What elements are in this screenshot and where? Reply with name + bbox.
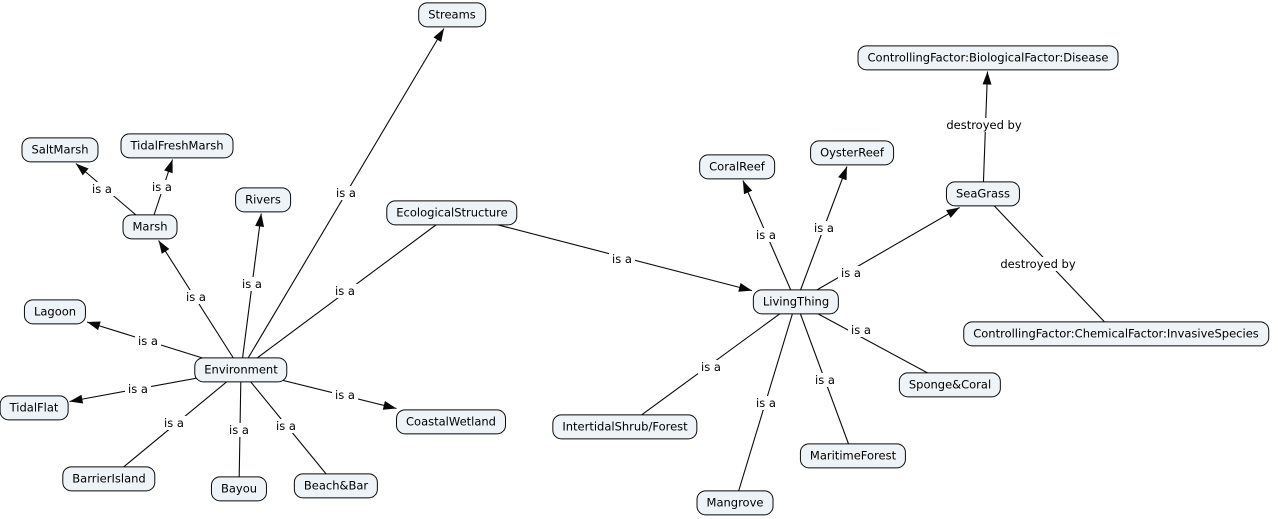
- arrowhead-icon: [742, 180, 753, 195]
- link-label-livingthing-seagrass[interactable]: is a: [838, 266, 864, 280]
- arrowhead-icon: [69, 394, 84, 404]
- concept-node-barrierisland[interactable]: BarrierIsland: [62, 466, 156, 492]
- link-line-environment-marsh: [158, 240, 242, 371]
- concept-node-maritimeforest[interactable]: MaritimeForest: [799, 443, 907, 469]
- link-label-environment-streams[interactable]: is a: [333, 186, 359, 200]
- link-label-environment-coastalwetland[interactable]: is a: [332, 388, 358, 402]
- link-label-marsh-saltmarsh[interactable]: is a: [89, 182, 115, 196]
- link-label-livingthing-intertidalshrub[interactable]: is a: [698, 360, 724, 374]
- link-label-environment-rivers[interactable]: is a: [239, 277, 265, 291]
- concept-node-saltmarsh[interactable]: SaltMarsh: [21, 137, 99, 163]
- link-label-environment-beachbar[interactable]: is a: [273, 419, 299, 433]
- arrowhead-icon: [982, 71, 992, 85]
- arrowhead-icon: [946, 207, 960, 218]
- arrowhead-icon: [158, 240, 170, 254]
- link-label-seagrass-disease[interactable]: destroyed by: [943, 118, 1025, 132]
- link-label-environment-lagoon[interactable]: is a: [135, 334, 161, 348]
- arrowhead-icon: [433, 28, 444, 42]
- link-line-ecologicalstructure-livingthing: [451, 212, 753, 292]
- concept-node-tidalfreshmarsh[interactable]: TidalFreshMarsh: [120, 133, 234, 159]
- arrowhead-icon: [738, 283, 752, 292]
- concept-node-spongecoral[interactable]: Sponge&Coral: [898, 372, 1002, 398]
- concept-node-seagrass[interactable]: SeaGrass: [945, 181, 1021, 207]
- concept-node-bayou[interactable]: Bayou: [210, 476, 268, 502]
- concept-node-oysterreef[interactable]: OysterReef: [810, 140, 894, 166]
- concept-node-mangrove[interactable]: Mangrove: [696, 490, 774, 516]
- arrowhead-icon: [75, 163, 89, 176]
- link-label-livingthing-maritimeforest[interactable]: is a: [812, 373, 838, 387]
- arrowhead-icon: [255, 213, 265, 227]
- arrowhead-icon: [164, 159, 173, 174]
- link-label-livingthing-oysterreef[interactable]: is a: [811, 221, 837, 235]
- concept-node-lagoon[interactable]: Lagoon: [23, 299, 87, 325]
- link-label-environment-marsh[interactable]: is a: [183, 290, 209, 304]
- concept-node-coastalwetland[interactable]: CoastalWetland: [396, 409, 506, 435]
- link-line-seagrass-disease: [982, 71, 989, 195]
- concept-node-invasivespecies[interactable]: ControllingFactor:ChemicalFactor:Invasiv…: [963, 321, 1269, 347]
- link-label-environment-barrierisland[interactable]: is a: [161, 416, 187, 430]
- concept-node-disease[interactable]: ControllingFactor:BiologicalFactor:Disea…: [857, 45, 1119, 71]
- arrowhead-icon: [838, 166, 847, 181]
- concept-node-environment[interactable]: Environment: [194, 357, 288, 383]
- concept-node-beachbar[interactable]: Beach&Bar: [293, 473, 379, 499]
- concept-node-rivers[interactable]: Rivers: [235, 187, 291, 213]
- link-label-marsh-tidalfreshmarsh[interactable]: is a: [149, 180, 175, 194]
- link-label-seagrass-invasivespecies[interactable]: destroyed by: [997, 257, 1079, 271]
- link-label-environment-ecologicalstructure[interactable]: is a: [332, 284, 358, 298]
- link-label-ecologicalstructure-livingthing[interactable]: is a: [609, 252, 635, 266]
- link-label-livingthing-spongecoral[interactable]: is a: [848, 323, 874, 337]
- link-line-environment-rivers: [240, 213, 262, 371]
- link-line-livingthing-spongecoral: [795, 301, 951, 386]
- link-label-environment-tidalflat[interactable]: is a: [125, 382, 151, 396]
- concept-node-intertidalshrub[interactable]: IntertidalShrub/Forest: [552, 414, 698, 440]
- arrowhead-icon: [382, 401, 397, 410]
- concept-node-livingthing[interactable]: LivingThing: [752, 289, 840, 315]
- link-label-environment-bayou[interactable]: is a: [226, 423, 252, 437]
- concept-node-marsh[interactable]: Marsh: [122, 214, 178, 240]
- concept-node-ecologicalstructure[interactable]: EcologicalStructure: [386, 200, 518, 226]
- link-label-livingthing-mangrove[interactable]: is a: [753, 396, 779, 410]
- link-label-livingthing-coralreef[interactable]: is a: [753, 228, 779, 242]
- concept-node-streams[interactable]: Streams: [418, 2, 486, 28]
- concept-node-coralreef[interactable]: CoralReef: [699, 154, 775, 180]
- concept-node-tidalflat[interactable]: TidalFlat: [0, 395, 69, 421]
- arrowhead-icon: [87, 321, 101, 331]
- link-line-livingthing-seagrass: [795, 207, 960, 303]
